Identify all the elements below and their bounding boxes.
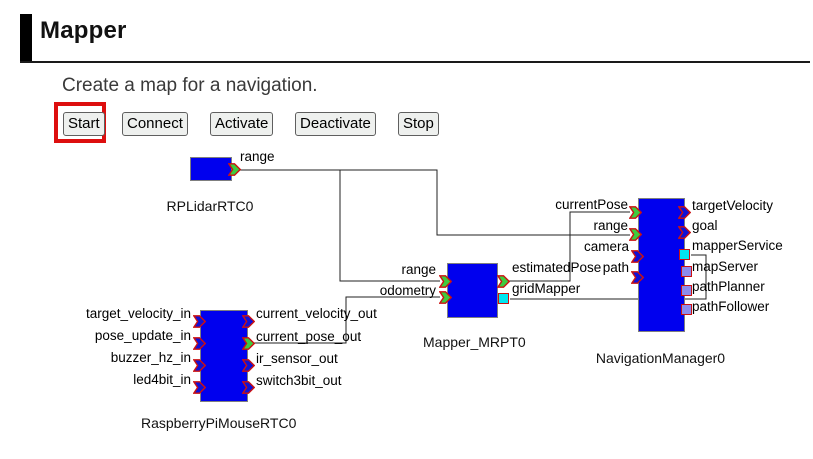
port-label-navmgr-pathplanner: pathPlanner xyxy=(692,279,765,294)
component-rplidarrtc0[interactable] xyxy=(190,157,232,181)
component-label-rplidarrtc0: RPLidarRTC0 xyxy=(166,198,254,214)
port-label-navmgr-mapperservice: mapperService xyxy=(692,238,783,253)
port-label-raspi-target-velocity-in: target_velocity_in xyxy=(85,306,191,321)
port-label-raspi-switch3bit-out: switch3bit_out xyxy=(256,373,342,388)
connection-gridmapper-to-mapperservice[interactable] xyxy=(510,254,707,300)
port-raspi-ir-sensor-out-icon[interactable] xyxy=(242,359,255,372)
port-label-raspi-current-pose-out: current_pose_out xyxy=(256,329,362,344)
stop-button[interactable]: Stop xyxy=(398,112,439,136)
port-label-raspi-current-velocity-out: current_velocity_out xyxy=(256,306,377,321)
port-rplidar-range-out-icon[interactable] xyxy=(228,163,241,176)
port-navmgr-currentpose-in-icon[interactable] xyxy=(629,206,642,219)
port-navmgr-mapserver-out-icon[interactable] xyxy=(681,266,692,277)
port-navmgr-range-in-icon[interactable] xyxy=(629,228,642,241)
title-divider xyxy=(20,61,810,63)
port-label-mapper-odometry: odometry xyxy=(379,283,436,298)
page-subtitle: Create a map for a navigation. xyxy=(62,75,318,96)
port-raspi-buzzer-hz-in-icon[interactable] xyxy=(193,359,206,372)
port-raspi-led4bit-in-icon[interactable] xyxy=(193,381,206,394)
component-label-navigationmanager0: NavigationManager0 xyxy=(595,350,726,366)
port-mapper-gridmapper-out-icon[interactable] xyxy=(498,293,509,304)
page-title: Mapper xyxy=(40,17,127,44)
port-label-navmgr-pathfollower: pathFollower xyxy=(692,299,770,314)
port-navmgr-mapperservice-out-icon[interactable] xyxy=(679,249,690,260)
component-label-raspberrypimousertc0: RaspberryPiMouseRTC0 xyxy=(141,415,297,431)
port-raspi-switch3bit-out-icon[interactable] xyxy=(242,381,255,394)
port-label-mapper-range: range xyxy=(401,262,436,277)
connection-rplidar-range-to-mapper-range[interactable] xyxy=(339,170,440,282)
port-mapper-odometry-in-icon[interactable] xyxy=(439,291,452,304)
deactivate-button[interactable]: Deactivate xyxy=(295,112,376,136)
connection-estimatedpose-to-currentpose[interactable] xyxy=(509,211,630,282)
component-navigationmanager0[interactable] xyxy=(638,198,685,332)
port-navmgr-goal-out-icon[interactable] xyxy=(678,226,691,239)
port-label-navmgr-mapserver: mapServer xyxy=(692,259,759,274)
port-label-raspi-led4bit-in: led4bit_in xyxy=(133,372,191,387)
port-label-navmgr-path: path xyxy=(602,260,629,275)
port-label-navmgr-range: range xyxy=(593,218,628,233)
connection-currentpose-to-odometry[interactable] xyxy=(254,296,440,344)
port-navmgr-pathfollower-out-icon[interactable] xyxy=(681,304,692,315)
port-navmgr-camera-in-icon[interactable] xyxy=(631,250,644,263)
port-label-navmgr-currentpose: currentPose xyxy=(555,197,628,212)
port-raspi-target-velocity-in-icon[interactable] xyxy=(193,315,206,328)
title-accent-bar xyxy=(20,14,32,61)
port-label-mapper-estimatedpose: estimatedPose xyxy=(512,260,602,275)
port-mapper-range-in-icon[interactable] xyxy=(439,275,452,288)
port-raspi-pose-update-in-icon[interactable] xyxy=(193,337,206,350)
port-label-navmgr-camera: camera xyxy=(583,239,629,254)
port-navmgr-path-in-icon[interactable] xyxy=(631,271,644,284)
activate-button[interactable]: Activate xyxy=(210,112,274,136)
connect-button[interactable]: Connect xyxy=(122,112,188,136)
port-navmgr-pathplanner-out-icon[interactable] xyxy=(681,285,692,296)
component-raspberrypimousertc0[interactable] xyxy=(200,310,248,402)
port-label-raspi-ir-sensor-out: ir_sensor_out xyxy=(256,351,338,366)
port-label-raspi-pose-update-in: pose_update_in xyxy=(94,328,191,343)
start-button[interactable]: Start xyxy=(63,112,105,136)
port-raspi-current-pose-out-icon[interactable] xyxy=(242,337,255,350)
port-label-navmgr-goal: goal xyxy=(692,218,718,233)
component-mapper-mrpt0[interactable] xyxy=(447,263,498,318)
port-label-mapper-gridmapper: gridMapper xyxy=(512,281,581,296)
port-raspi-current-velocity-out-icon[interactable] xyxy=(242,315,255,328)
port-label-navmgr-targetvelocity: targetVelocity xyxy=(692,198,774,213)
port-label-raspi-buzzer-hz-in: buzzer_hz_in xyxy=(110,350,191,365)
port-mapper-estimatedpose-out-icon[interactable] xyxy=(497,275,510,288)
component-label-mapper-mrpt0: Mapper_MRPT0 xyxy=(423,334,526,350)
connection-rplidar-range-to-navmgr-range[interactable] xyxy=(240,169,630,236)
port-label-rplidar-range: range xyxy=(240,149,275,164)
port-navmgr-targetvelocity-out-icon[interactable] xyxy=(678,206,691,219)
